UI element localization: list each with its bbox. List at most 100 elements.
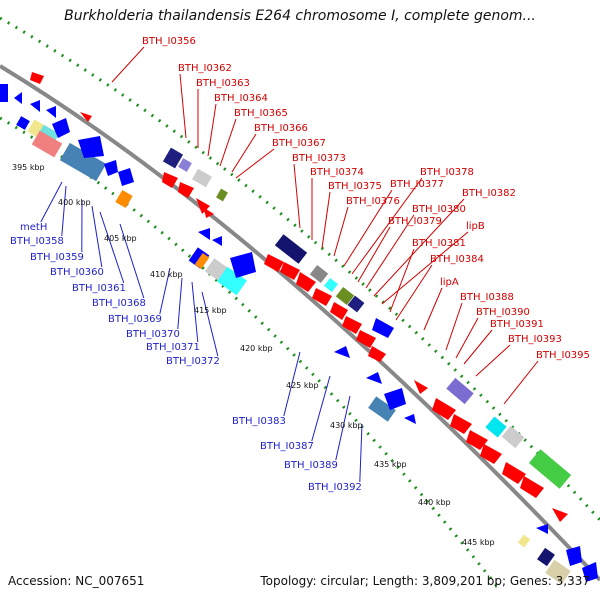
gene-arrow[interactable] [230, 252, 256, 278]
gene-arrow[interactable] [342, 316, 362, 334]
upper-gene-label[interactable]: BTH_I0393 [508, 334, 562, 345]
lower-gene-label[interactable]: BTH_I0372 [166, 356, 220, 367]
gene-arrow[interactable] [80, 112, 92, 122]
upper-gene-label[interactable]: BTH_I0364 [214, 93, 268, 104]
gene-arrow[interactable] [566, 546, 582, 566]
upper-gene-label[interactable]: BTH_I0384 [430, 254, 484, 265]
gene-arrow[interactable] [368, 346, 386, 362]
gene-arrow[interactable] [118, 168, 134, 186]
lower-gene-label[interactable]: BTH_I0392 [308, 482, 362, 493]
lower-gene-label[interactable]: BTH_I0387 [260, 441, 314, 452]
upper-gene-label[interactable]: BTH_I0366 [254, 123, 308, 134]
upper-gene-label[interactable]: BTH_I0363 [196, 78, 250, 89]
gene-arrow[interactable] [450, 414, 472, 434]
lower-gene-label[interactable]: BTH_I0371 [146, 342, 200, 353]
gene-block[interactable] [194, 252, 210, 270]
gene-arrow[interactable] [212, 236, 222, 246]
upper-gene-label[interactable]: BTH_I0376 [346, 196, 400, 207]
gene-arrow[interactable] [356, 330, 376, 348]
gene-block[interactable] [545, 559, 571, 585]
gene-arrow[interactable] [178, 182, 194, 198]
gene-block[interactable] [323, 277, 339, 293]
upper-gene-label[interactable]: BTH_I0377 [390, 179, 444, 190]
gene-block[interactable] [528, 449, 572, 489]
upper-gene-label[interactable]: BTH_I0378 [420, 167, 474, 178]
lower-gene-label[interactable]: BTH_I0389 [284, 460, 338, 471]
gene-block[interactable] [59, 142, 107, 182]
gene-arrow[interactable] [312, 288, 332, 306]
gene-arrow[interactable] [30, 72, 44, 84]
gene-block[interactable] [217, 266, 247, 296]
gene-block[interactable] [537, 547, 555, 567]
gene-arrow[interactable] [384, 388, 406, 410]
gene-arrow[interactable] [414, 380, 428, 394]
gene-arrow[interactable] [582, 562, 598, 582]
gene-block[interactable] [178, 158, 192, 172]
gene-arrow[interactable] [264, 254, 284, 272]
upper-gene-label[interactable]: BTH_I0379 [388, 216, 442, 227]
gene-arrow[interactable] [52, 118, 70, 138]
upper-gene-label[interactable]: BTH_I0382 [462, 188, 516, 199]
upper-gene-label[interactable]: lipB [466, 221, 485, 232]
gene-block[interactable] [335, 286, 355, 306]
gene-arrow[interactable] [520, 476, 544, 498]
lower-gene-label[interactable]: BTH_I0368 [92, 298, 146, 309]
upper-gene-label[interactable]: BTH_I0388 [460, 292, 514, 303]
gene-block[interactable] [192, 168, 212, 188]
gene-arrow[interactable] [334, 346, 350, 358]
gene-block[interactable] [309, 264, 329, 284]
gene-arrow[interactable] [78, 136, 104, 158]
lower-gene-label[interactable]: BTH_I0360 [50, 267, 104, 278]
upper-gene-label[interactable]: BTH_I0373 [292, 153, 346, 164]
lower-gene-label[interactable]: BTH_I0383 [232, 416, 286, 427]
gene-arrow[interactable] [366, 372, 382, 384]
gene-arrow[interactable] [46, 106, 56, 118]
upper-gene-label[interactable]: BTH_I0367 [272, 138, 326, 149]
lower-gene-label[interactable]: metH [20, 222, 47, 233]
upper-gene-label[interactable]: BTH_I0390 [476, 307, 530, 318]
upper-gene-label[interactable]: BTH_I0380 [412, 204, 466, 215]
gene-block[interactable] [446, 377, 474, 405]
gene-arrow[interactable] [552, 508, 568, 522]
gene-block[interactable] [0, 84, 8, 102]
gene-arrow[interactable] [466, 430, 488, 450]
gene-arrow[interactable] [502, 462, 526, 484]
gene-block[interactable] [274, 234, 308, 264]
gene-arrow[interactable] [198, 228, 210, 240]
gene-arrow[interactable] [480, 444, 502, 464]
gene-block[interactable] [517, 534, 531, 548]
lower-gene-label[interactable]: BTH_I0370 [126, 329, 180, 340]
upper-gene-label[interactable]: BTH_I0374 [310, 167, 364, 178]
gene-arrow[interactable] [296, 272, 316, 292]
upper-gene-label[interactable]: BTH_I0362 [178, 63, 232, 74]
lower-gene-label[interactable]: BTH_I0369 [108, 314, 162, 325]
gene-arrow[interactable] [204, 208, 214, 218]
upper-gene-label[interactable]: BTH_I0381 [412, 238, 466, 249]
upper-gene-label[interactable]: lipA [440, 277, 459, 288]
gene-arrow[interactable] [162, 172, 178, 188]
gene-arrow[interactable] [404, 414, 416, 424]
gene-arrow[interactable] [536, 524, 548, 534]
gene-block[interactable] [501, 425, 525, 449]
gene-arrow[interactable] [280, 262, 300, 280]
lower-gene-label[interactable]: BTH_I0359 [30, 252, 84, 263]
gene-block[interactable] [485, 416, 507, 438]
gene-arrow[interactable] [30, 100, 40, 112]
gene-block[interactable] [31, 130, 63, 158]
upper-gene-label[interactable]: BTH_I0395 [536, 350, 590, 361]
upper-gene-label[interactable]: BTH_I0356 [142, 36, 196, 47]
gene-arrow[interactable] [372, 318, 394, 338]
gene-block[interactable] [347, 295, 365, 313]
gene-arrow[interactable] [196, 198, 210, 214]
gene-arrow[interactable] [330, 302, 348, 320]
gene-block[interactable] [16, 116, 30, 130]
lower-gene-label[interactable]: BTH_I0361 [72, 283, 126, 294]
gene-block[interactable] [216, 188, 228, 202]
gene-arrow[interactable] [14, 92, 22, 104]
upper-gene-label[interactable]: BTH_I0391 [490, 319, 544, 330]
gene-arrow[interactable] [432, 398, 456, 420]
gene-arrow[interactable] [104, 160, 118, 176]
gene-block[interactable] [115, 189, 133, 209]
gene-block[interactable] [162, 147, 184, 169]
upper-gene-label[interactable]: BTH_I0365 [234, 108, 288, 119]
